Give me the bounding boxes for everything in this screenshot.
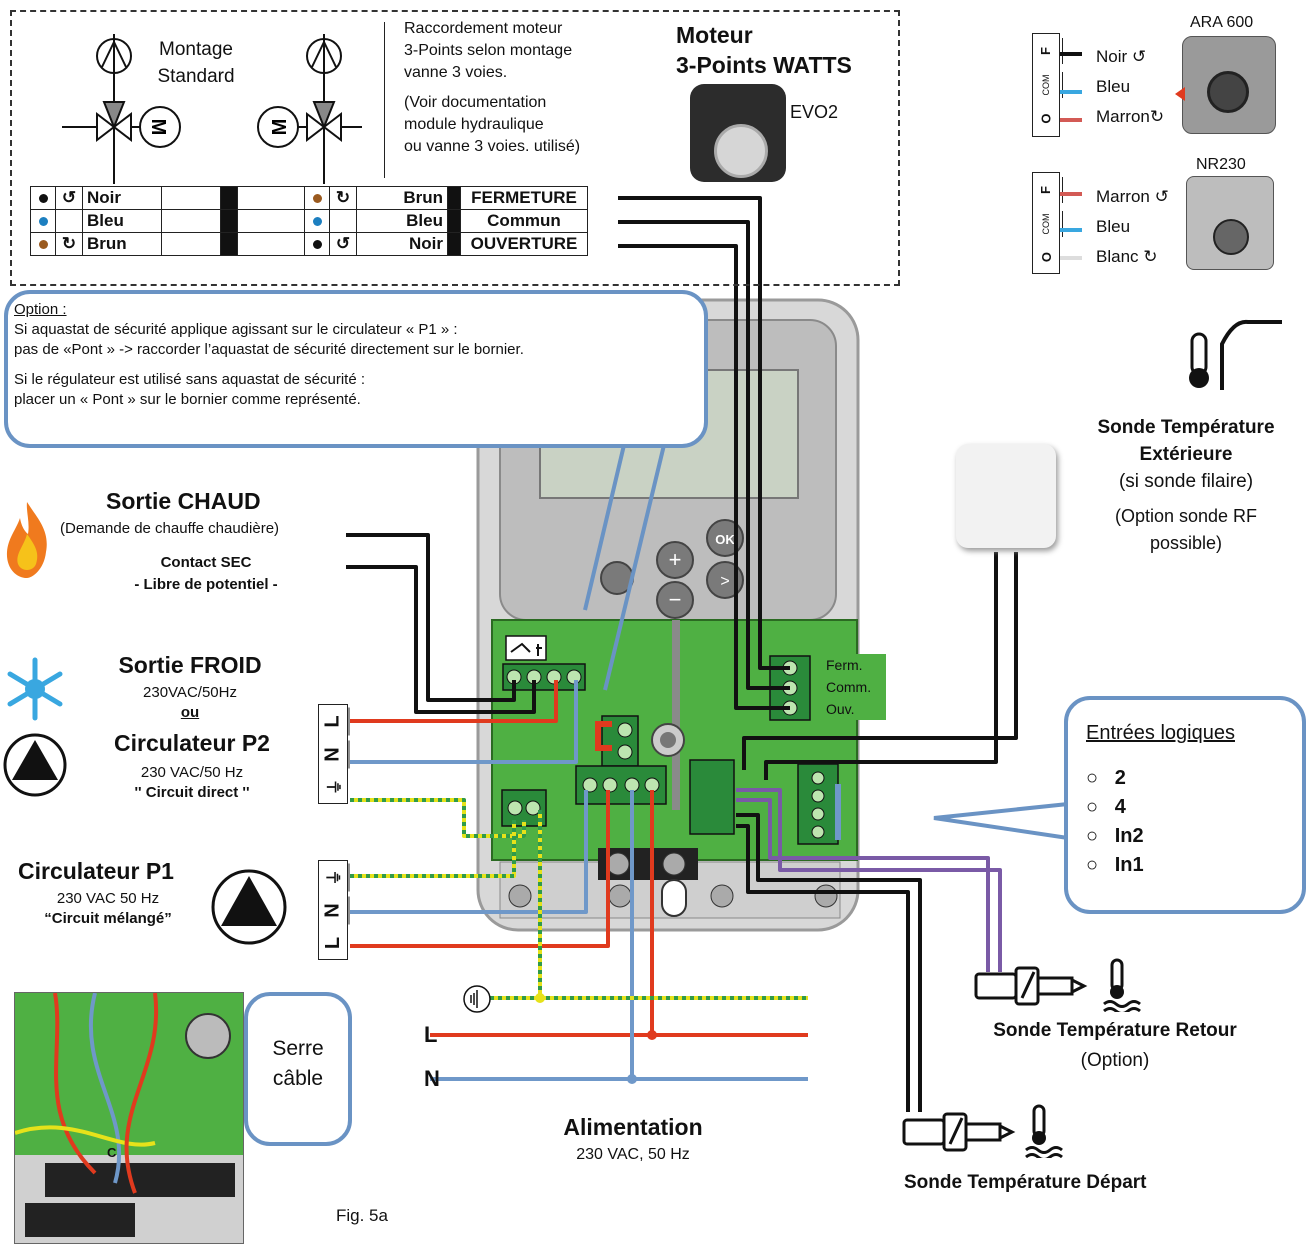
p1-terminal-strip: ⏚ N L <box>316 860 350 960</box>
ara600-actuator-image <box>1175 36 1276 134</box>
p1-spec: 230 VAC 50 Hz <box>56 890 160 907</box>
list-item: ○ In2 <box>1086 825 1144 847</box>
p2-terminal-strip: L N ⏚ <box>316 704 350 804</box>
list-item: ○ 4 <box>1086 796 1126 818</box>
earth-icon <box>463 985 491 1013</box>
mounting-info-box <box>10 10 900 286</box>
option-callout <box>4 290 708 448</box>
logic-inputs-callout <box>1064 696 1306 914</box>
p1-circuit: “Circuit mélangé” <box>44 910 172 927</box>
sensor-connector-block <box>689 759 735 835</box>
option-callout-text: Option : Si aquastat de sécurité appliqu… <box>14 301 524 408</box>
cold-output-spec: 230VAC/50Hz <box>143 684 237 701</box>
nr230-actuator-image <box>1186 176 1274 270</box>
outdoor-sensor-label: Sonde Température Extérieure (si sonde f… <box>1097 417 1275 553</box>
or-label: ou <box>180 704 200 721</box>
logic-inputs-list: ○ 2 ○ 4 ○ In2 ○ In1 <box>1086 764 1144 880</box>
logic-inputs-title: Entrées logiques <box>1086 722 1235 744</box>
snowflake-icon <box>7 657 63 721</box>
outdoor-thermometer-icon <box>1189 319 1282 390</box>
power-spec: 230 VAC, 50 Hz <box>576 1146 690 1163</box>
cable-clamp-photo: C <box>14 992 244 1244</box>
figure-caption: Fig. 5a <box>336 1206 388 1225</box>
hot-output-subtitle: (Demande de chauffe chaudière) <box>60 520 280 537</box>
dry-contact-label: Contact SEC - Libre de potentiel - <box>134 554 278 593</box>
svg-text:M: M <box>269 119 291 136</box>
ara600-terminal-strip: F COM O <box>1029 33 1063 137</box>
list-item: ○ 2 <box>1086 767 1126 789</box>
board-separator <box>672 620 680 810</box>
neutral-label: N <box>424 1066 440 1091</box>
svg-text:>: > <box>720 573 729 590</box>
svg-text:+: + <box>669 547 682 572</box>
nr230-terminal-strip: F COM O <box>1029 172 1063 274</box>
svg-text:M: M <box>147 119 169 136</box>
menu-key-icon <box>600 561 634 595</box>
nr230-wire-labels: Marron ↺ Bleu Blanc ↻ <box>1096 187 1169 266</box>
table-row: ↺ Noir ↻ Brun FERMETURE <box>30 186 588 210</box>
svg-text:−: − <box>669 587 682 612</box>
p2-circuit: '' Circuit direct '' <box>134 784 250 801</box>
circulator-p1-icon <box>211 869 287 945</box>
ara600-title: ARA 600 <box>1190 14 1254 31</box>
power-title: Alimentation <box>563 1114 703 1140</box>
motor-evo2-image <box>690 84 786 182</box>
clamp-marker: C <box>107 1145 117 1160</box>
bridge-jumper <box>595 721 612 751</box>
list-item: ○ In1 <box>1086 854 1144 876</box>
cable-clamp-callout <box>244 992 352 1146</box>
nr230-title: NR230 <box>1196 156 1246 173</box>
ara600-wire-labels: Noir ↺ Bleu Marron↻ <box>1096 47 1165 126</box>
table-row: ↻ Brun ↺ Noir OUVERTURE <box>30 232 588 256</box>
motor-wiring-table: ↺ Noir ↻ Brun FERMETURE Bleu Bleu Commun… <box>30 186 588 256</box>
outdoor-sensor-image <box>956 444 1056 548</box>
cold-output-title: Sortie FROID <box>118 652 262 678</box>
p2-title: Circulateur P2 <box>114 730 270 756</box>
hot-output-title: Sortie CHAUD <box>106 488 261 514</box>
p2-spec: 230 VAC/50 Hz <box>140 764 244 781</box>
motor-terminal-labels: Ferm. Comm. Ouv. <box>822 654 886 720</box>
svg-text:OK: OK <box>715 532 735 547</box>
return-sensor-title: Sonde Température Retour <box>993 1020 1237 1041</box>
return-sensor-subtitle: (Option) <box>1080 1050 1150 1071</box>
supply-sensor-title: Sonde Température Départ <box>904 1172 1147 1193</box>
flame-icon <box>6 502 47 578</box>
mounting-standard-label: Montage Standard <box>157 39 235 87</box>
motor-title: Moteur 3-Points WATTS <box>676 22 852 78</box>
supply-sensor-probe-icon <box>902 1104 1063 1158</box>
motor-model: EVO2 <box>790 102 839 122</box>
live-label: L <box>424 1022 438 1047</box>
return-sensor-probe-icon <box>974 958 1141 1012</box>
p1-title: Circulateur P1 <box>18 858 174 884</box>
mounting-note: Raccordement moteur 3-Points selon monta… <box>404 20 581 155</box>
table-row: Bleu Bleu Commun <box>30 209 588 233</box>
three-way-valve-icons: M M <box>62 34 362 184</box>
cable-clamp-label: Serre câble <box>272 1037 324 1090</box>
circulator-p2-icon <box>3 733 67 797</box>
